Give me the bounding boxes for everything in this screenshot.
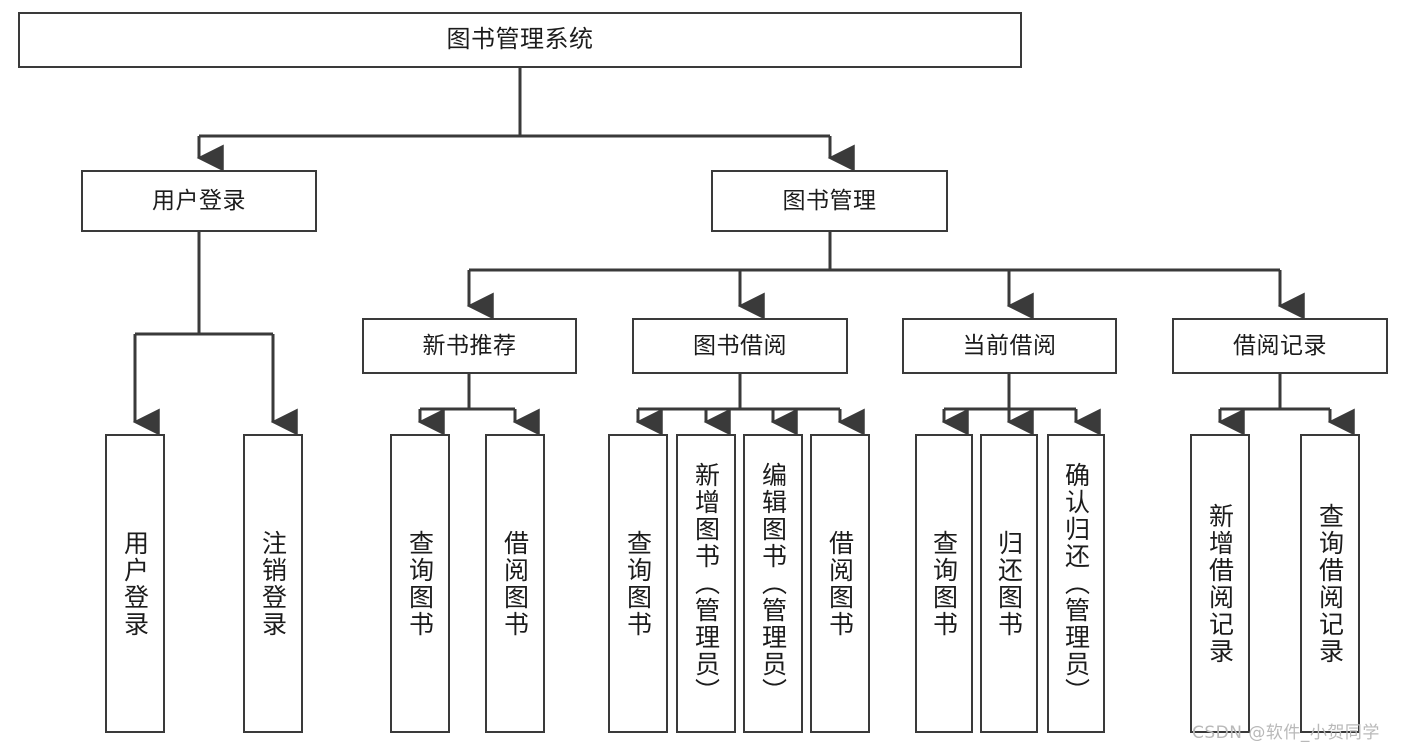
node-label: 借阅记录 — [1233, 332, 1327, 359]
node-label: 用户登录 — [152, 187, 246, 214]
csdn-watermark: CSDN @软件_小贺同学 — [1192, 723, 1380, 743]
node-label: 图书管理系统 — [446, 25, 594, 54]
node-leaf-borrow-book-recommend[interactable]: 借阅图书 — [485, 434, 545, 733]
node-borrow-record[interactable]: 借阅记录 — [1172, 318, 1388, 374]
node-current-borrow[interactable]: 当前借阅 — [902, 318, 1117, 374]
node-label: 查询图书 — [929, 529, 959, 638]
node-label: 借阅图书 — [825, 529, 855, 638]
node-new-book-recommend[interactable]: 新书推荐 — [362, 318, 577, 374]
node-label: 归还图书 — [994, 529, 1024, 638]
node-label: 图书管理 — [782, 187, 877, 214]
node-label: 当前借阅 — [962, 332, 1057, 359]
node-label: 查询借阅记录 — [1315, 502, 1345, 665]
node-leaf-query-borrow-record[interactable]: 查询借阅记录 — [1300, 434, 1360, 733]
node-book-borrow[interactable]: 图书借阅 — [632, 318, 848, 374]
node-label: 编辑图书（管理员） — [758, 462, 788, 705]
node-leaf-query-book-borrow[interactable]: 查询图书 — [608, 434, 668, 733]
node-label: 确认归还（管理员） — [1061, 462, 1091, 705]
node-label: 新书推荐 — [422, 332, 517, 359]
node-label: 新增借阅记录 — [1205, 502, 1235, 665]
node-leaf-add-book-admin[interactable]: 新增图书（管理员） — [676, 434, 736, 733]
node-leaf-return-book[interactable]: 归还图书 — [980, 434, 1038, 733]
node-label: 查询图书 — [405, 529, 435, 638]
node-book-management-system[interactable]: 图书管理系统 — [18, 12, 1022, 68]
node-label: 注销登录 — [258, 529, 288, 638]
node-leaf-add-borrow-record[interactable]: 新增借阅记录 — [1190, 434, 1250, 733]
node-label: 查询图书 — [623, 529, 653, 638]
node-book-manage[interactable]: 图书管理 — [711, 170, 948, 232]
node-user-login[interactable]: 用户登录 — [81, 170, 317, 232]
node-leaf-query-book-current[interactable]: 查询图书 — [915, 434, 973, 733]
node-leaf-borrow-book[interactable]: 借阅图书 — [810, 434, 870, 733]
node-leaf-logout[interactable]: 注销登录 — [243, 434, 303, 733]
node-label: 图书借阅 — [693, 332, 787, 359]
node-label: 用户登录 — [120, 529, 150, 638]
node-leaf-confirm-return-admin[interactable]: 确认归还（管理员） — [1047, 434, 1105, 733]
node-leaf-edit-book-admin[interactable]: 编辑图书（管理员） — [743, 434, 803, 733]
node-leaf-user-login[interactable]: 用户登录 — [105, 434, 165, 733]
node-label: 新增图书（管理员） — [691, 462, 721, 705]
node-label: 借阅图书 — [500, 529, 530, 638]
node-leaf-query-book-recommend[interactable]: 查询图书 — [390, 434, 450, 733]
